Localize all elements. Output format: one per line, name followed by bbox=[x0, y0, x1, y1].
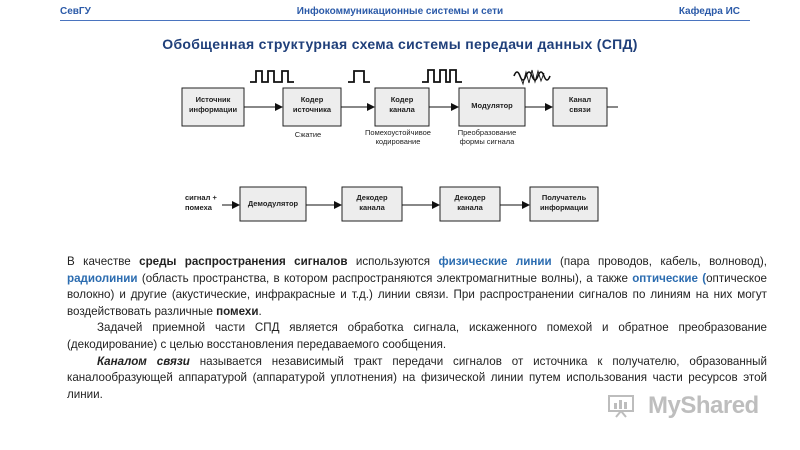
modulated-waveform bbox=[513, 71, 551, 81]
header-university: СевГУ bbox=[60, 6, 91, 17]
svg-text:источника: источника bbox=[293, 105, 332, 114]
body-text: В качестве среды распространения сигнало… bbox=[67, 254, 767, 403]
watermark-text: MyShared bbox=[648, 392, 759, 419]
annotation-transform-1: Преобразование bbox=[458, 128, 517, 137]
pulse-waveform-1 bbox=[250, 70, 294, 83]
block-source: Источник информации bbox=[181, 87, 245, 127]
svg-text:Кодер: Кодер bbox=[301, 95, 324, 104]
input-label-2: помеха bbox=[185, 203, 213, 212]
svg-text:Получатель: Получатель bbox=[542, 193, 587, 202]
slide-header: СевГУ Инфокоммуникационные системы и сет… bbox=[60, 6, 740, 20]
paragraph-channel-definition: Каналом связи называется независимый тра… bbox=[67, 354, 767, 401]
header-divider bbox=[60, 20, 750, 21]
svg-text:канала: канала bbox=[359, 203, 385, 212]
svg-text:информации: информации bbox=[540, 203, 589, 212]
annotation-compression: Сжатие bbox=[295, 130, 321, 139]
annotation-noise-coding-1: Помехоустойчивое bbox=[365, 128, 431, 137]
block-channel: Канал связи bbox=[552, 87, 608, 127]
svg-text:Кодер: Кодер bbox=[391, 95, 414, 104]
svg-text:связи: связи bbox=[569, 105, 591, 114]
svg-text:Демодулятор: Демодулятор bbox=[248, 199, 299, 208]
input-label-1: сигнал + bbox=[185, 193, 217, 202]
header-department: Кафедра ИС bbox=[678, 6, 740, 17]
block-channel-coder: Кодер канала bbox=[374, 87, 430, 127]
svg-text:информации: информации bbox=[189, 105, 238, 114]
block-diagram: Источник информации Кодер источника Коде… bbox=[181, 69, 618, 222]
svg-text:канала: канала bbox=[389, 105, 415, 114]
svg-text:канала: канала bbox=[457, 203, 483, 212]
annotation-transform-2: формы сигнала bbox=[460, 137, 516, 146]
block-receiver: Получатель информации bbox=[529, 186, 599, 222]
svg-text:Декодер: Декодер bbox=[356, 193, 388, 202]
block-modulator: Модулятор bbox=[458, 87, 526, 127]
svg-text:Источник: Источник bbox=[196, 95, 231, 104]
presentation-icon bbox=[608, 395, 634, 418]
annotation-noise-coding-2: кодирование bbox=[376, 137, 421, 146]
block-demodulator: Демодулятор bbox=[239, 186, 307, 222]
pulse-waveform-2 bbox=[348, 70, 370, 83]
watermark: MyShared bbox=[600, 392, 780, 422]
svg-text:Декодер: Декодер bbox=[454, 193, 486, 202]
paragraph-media: В качестве среды распространения сигнало… bbox=[67, 255, 768, 318]
svg-text:Модулятор: Модулятор bbox=[471, 101, 513, 110]
svg-text:Канал: Канал bbox=[569, 95, 592, 104]
block-source-coder: Кодер источника bbox=[282, 87, 342, 127]
pulse-waveform-3 bbox=[422, 69, 462, 83]
block-channel-decoder: Декодер канала bbox=[341, 186, 403, 222]
header-course: Инфокоммуникационные системы и сети bbox=[296, 6, 504, 17]
slide-title: Обобщенная структурная схема системы пер… bbox=[162, 36, 638, 52]
paragraph-receiver: Задачей приемной части СПД является обра… bbox=[67, 321, 767, 351]
block-channel-decoder-2: Декодер канала bbox=[439, 186, 501, 222]
